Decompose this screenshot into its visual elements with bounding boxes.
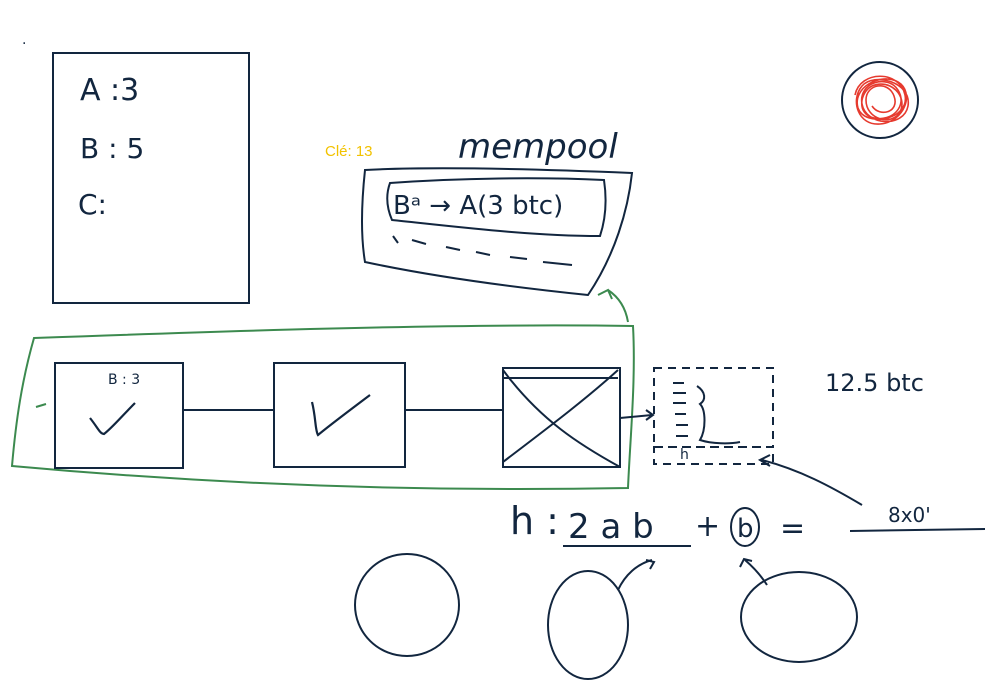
candidate-h-mark: h	[680, 447, 689, 463]
balances-box	[52, 52, 250, 304]
stray-dot: ·	[22, 36, 26, 52]
chain-green-tick	[35, 403, 47, 408]
block-reward: 12.5 btc	[825, 369, 924, 397]
red-coin-outline	[841, 61, 919, 139]
candidate-block: h 12.5 btc	[653, 367, 924, 506]
formula-lhs: h :	[510, 499, 559, 543]
balances-panel: A :3 B : 5 C:	[52, 52, 250, 304]
formula-numerator: 2 a b	[568, 507, 654, 547]
candidate-tx-lines	[673, 382, 741, 445]
arrow-ellipse-2-to-formula	[617, 559, 656, 591]
formula-equals: =	[780, 511, 805, 546]
mempool-transaction-box	[386, 177, 607, 238]
mempool: mempool Bᵃ → A(3 btc)	[360, 127, 634, 297]
block-2-check-icon	[310, 394, 371, 437]
formula-circled-b: b	[737, 514, 754, 544]
formula-plus: +	[695, 509, 720, 544]
candidate-header-dashed	[653, 446, 774, 465]
block-2	[273, 362, 406, 468]
formula-circle	[730, 507, 760, 547]
arrow-ellipse-3-to-circle	[739, 557, 768, 586]
participant-ellipse-2	[547, 570, 629, 680]
candidate-block-dashed	[653, 367, 774, 448]
arrow-to-candidate-header	[757, 454, 863, 506]
participant-ellipse-1	[354, 553, 460, 657]
balance-c: C:	[78, 188, 107, 221]
block-1	[54, 362, 184, 469]
red-coin	[841, 61, 919, 139]
formula-rhs-line	[849, 528, 986, 532]
block-3-cross-icon	[502, 369, 621, 468]
mempool-key-label: Clé: 13	[325, 143, 373, 160]
mempool-outer-box	[360, 167, 634, 297]
formula-rhs: 8x0'	[888, 503, 931, 527]
arrow-to-new-block	[619, 409, 655, 421]
balance-b: B : 5	[80, 132, 144, 165]
blockchain: B : 3	[10, 288, 655, 491]
hash-formula: h : 2 a b + b = 8x0'	[510, 499, 986, 547]
balance-a: A :3	[80, 73, 139, 108]
participant-ellipse-3	[740, 571, 858, 663]
red-scribble-icon	[854, 75, 909, 125]
mempool-transaction: Bᵃ → A(3 btc)	[393, 191, 563, 221]
mempool-dashes	[392, 235, 573, 266]
participants	[354, 553, 858, 680]
mempool-title: mempool	[458, 127, 618, 167]
block-1-check-icon	[89, 402, 136, 436]
chain-green-outline	[10, 324, 635, 491]
green-arrow-to-mempool	[597, 288, 629, 323]
block-1-note: B : 3	[108, 372, 140, 388]
